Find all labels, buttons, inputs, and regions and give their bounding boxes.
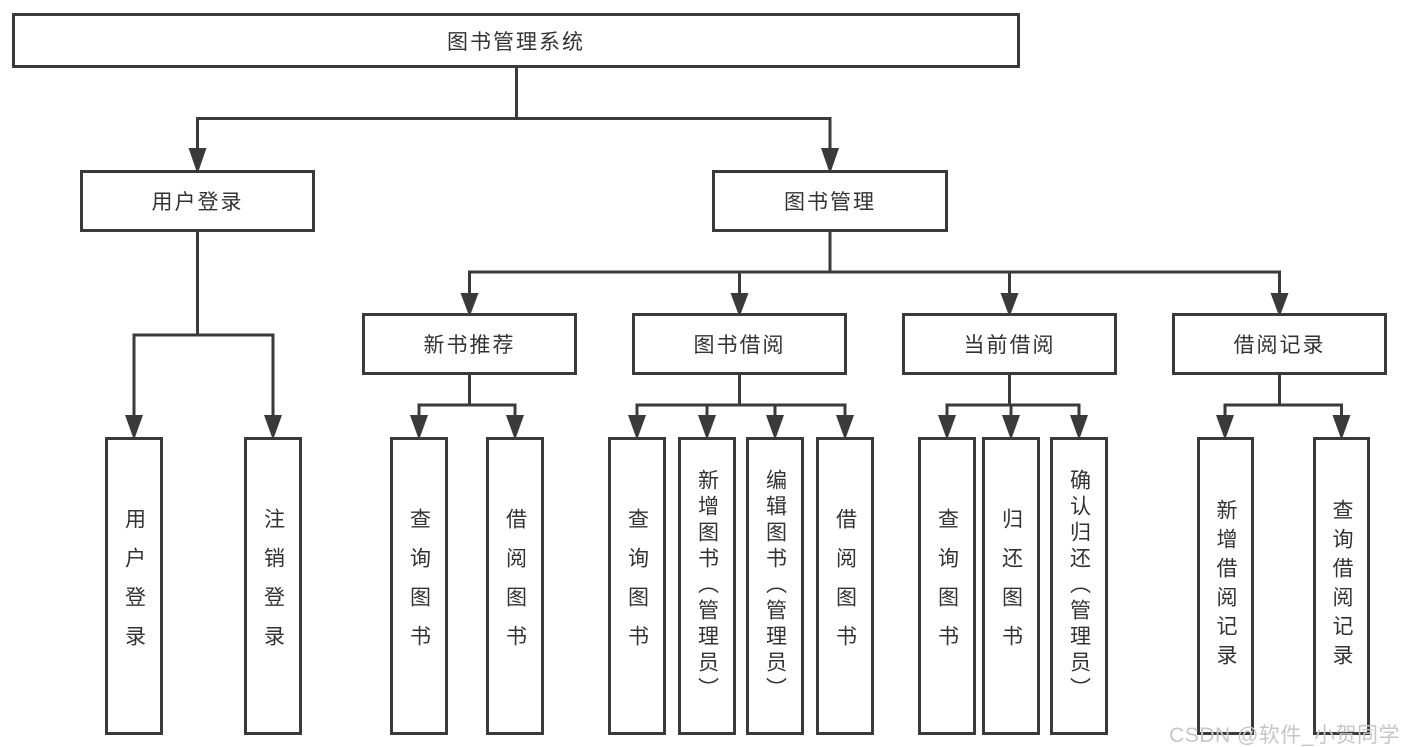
leaf-label: 查询图书 [625,508,649,664]
leaf-query-books-recommend: 查询图书 [390,437,448,735]
node-borrow-records: 借阅记录 [1172,313,1387,375]
node-book-management: 图书管理 [712,170,948,232]
leaf-label: 用户登录 [122,508,146,664]
node-current-borrow: 当前借阅 [902,313,1117,375]
leaf-label: 注销登录 [261,508,285,664]
leaf-add-borrow-record: 新增借阅记录 [1197,437,1254,735]
leaf-query-books-borrow: 查询图书 [608,437,666,735]
leaf-label: 归还图书 [999,508,1023,664]
leaf-label: 新增图书（管理员） [695,469,719,703]
leaf-label: 借阅图书 [833,508,857,664]
leaf-return-books: 归还图书 [982,437,1040,735]
leaf-user-login: 用户登录 [105,437,163,735]
node-user-login: 用户登录 [80,170,315,232]
node-label: 图书管理 [784,191,876,214]
leaf-add-book-admin: 新增图书（管理员） [678,437,736,735]
node-label: 用户登录 [151,191,244,214]
leaf-label: 查询图书 [935,508,959,664]
node-label: 图书管理系统 [447,30,585,54]
leaf-borrow-books: 借阅图书 [816,437,874,735]
leaf-edit-book-admin: 编辑图书（管理员） [746,437,804,735]
leaf-label: 编辑图书（管理员） [763,469,787,703]
leaf-label: 确认归还（管理员） [1067,469,1091,703]
leaf-label: 借阅图书 [503,508,527,664]
node-label: 新书推荐 [423,334,516,357]
leaf-query-borrow-record: 查询借阅记录 [1313,437,1370,735]
node-label: 图书借阅 [693,334,786,357]
leaf-logout: 注销登录 [244,437,302,735]
leaf-query-books-current: 查询图书 [918,437,976,735]
leaf-label: 查询图书 [407,508,431,664]
leaf-borrow-books-recommend: 借阅图书 [486,437,544,735]
leaf-label: 查询借阅记录 [1330,499,1353,673]
node-book-borrow: 图书借阅 [632,313,847,375]
node-new-book-recommend: 新书推荐 [362,313,577,375]
node-label: 当前借阅 [963,334,1056,357]
leaf-confirm-return-admin: 确认归还（管理员） [1050,437,1108,735]
leaf-label: 新增借阅记录 [1214,499,1237,673]
node-label: 借阅记录 [1233,334,1326,357]
csdn-watermark: CSDN @软件_小贺同学 [1169,724,1400,747]
node-library-management-system: 图书管理系统 [12,13,1020,68]
